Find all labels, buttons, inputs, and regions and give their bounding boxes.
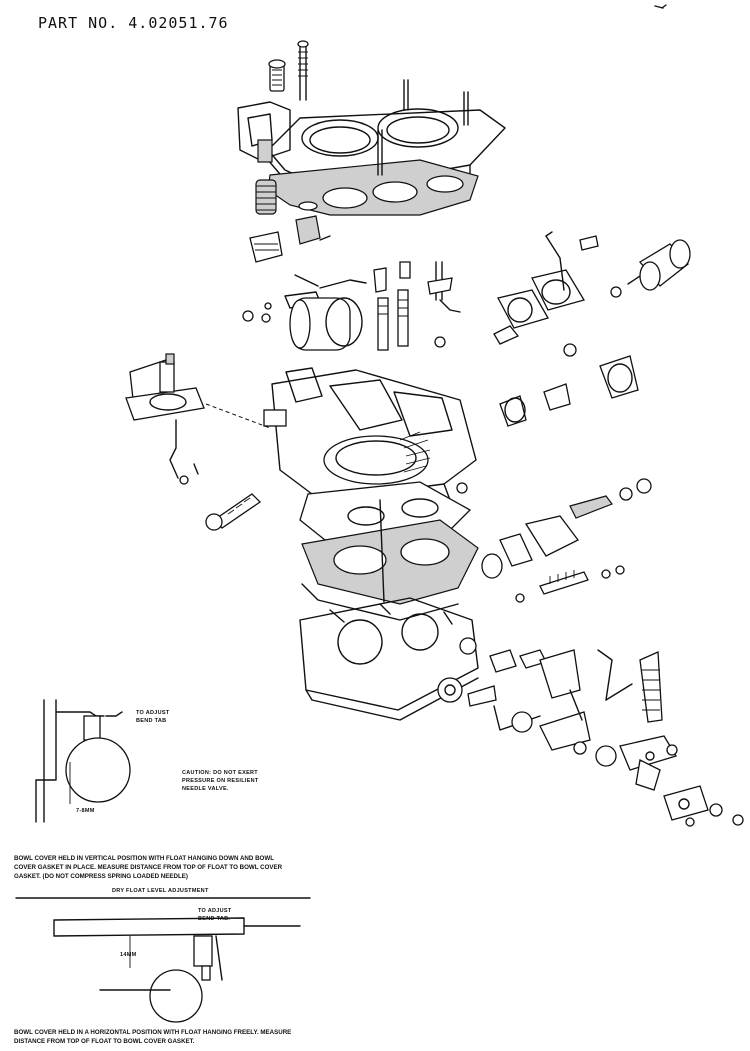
choke-link xyxy=(257,139,273,163)
upper-adjust-label-2: BEND TAB xyxy=(136,718,167,724)
top-studs xyxy=(268,40,469,176)
upper-caption-line-2: COVER GASKET IN PLACE. MEASURE DISTANCE … xyxy=(14,864,283,871)
lower-inset-drawing xyxy=(53,917,301,1023)
jets-upper xyxy=(373,261,461,351)
lower-caption-line-1: BOWL COVER HELD IN A HORIZONTAL POSITION… xyxy=(14,1029,292,1036)
lower-adjust-label-1: TO ADJUST xyxy=(198,908,232,914)
float-assembly xyxy=(242,274,367,351)
idle-mixture-screw xyxy=(205,493,262,531)
upper-caption-line-3: GASKET. (DO NOT COMPRESS SPRING LOADED N… xyxy=(14,873,188,880)
upper-caption-line-1: BOWL COVER HELD IN VERTICAL POSITION WIT… xyxy=(14,855,274,862)
vacuum-break-cylinder xyxy=(610,239,691,298)
throttle-body-gaskets xyxy=(299,481,479,621)
lower-adjust-label-2: BEND TAB. xyxy=(198,916,231,922)
fuel-filter xyxy=(249,179,331,263)
accelerator-pump xyxy=(493,231,599,357)
throttle-body xyxy=(299,597,479,721)
part-number: PART NO. 4.02051.76 xyxy=(38,14,229,32)
caution-line-3: NEEDLE VALVE. xyxy=(182,786,229,792)
right-side-parts xyxy=(481,355,652,603)
assembly-line xyxy=(205,403,271,429)
caution-line-1: CAUTION: DO NOT EXERT xyxy=(182,770,258,776)
lower-dimension: 14MM xyxy=(120,952,137,958)
throttle-linkage xyxy=(437,649,744,827)
upper-inset-drawing xyxy=(35,699,131,823)
caution-line-2: PRESSURE ON RESILIENT xyxy=(182,778,259,784)
air-horn-gasket xyxy=(267,159,479,216)
choke-diaphragm-unit xyxy=(125,353,205,485)
section-title: DRY FLOAT LEVEL ADJUSTMENT xyxy=(112,888,209,894)
corner-mark xyxy=(654,4,667,9)
upper-adjust-label-1: TO ADJUST xyxy=(136,710,170,716)
lower-caption-line-2: DISTANCE FROM TOP OF FLOAT TO BOWL COVER… xyxy=(14,1038,195,1045)
upper-dimension: 7-8MM xyxy=(76,808,95,814)
